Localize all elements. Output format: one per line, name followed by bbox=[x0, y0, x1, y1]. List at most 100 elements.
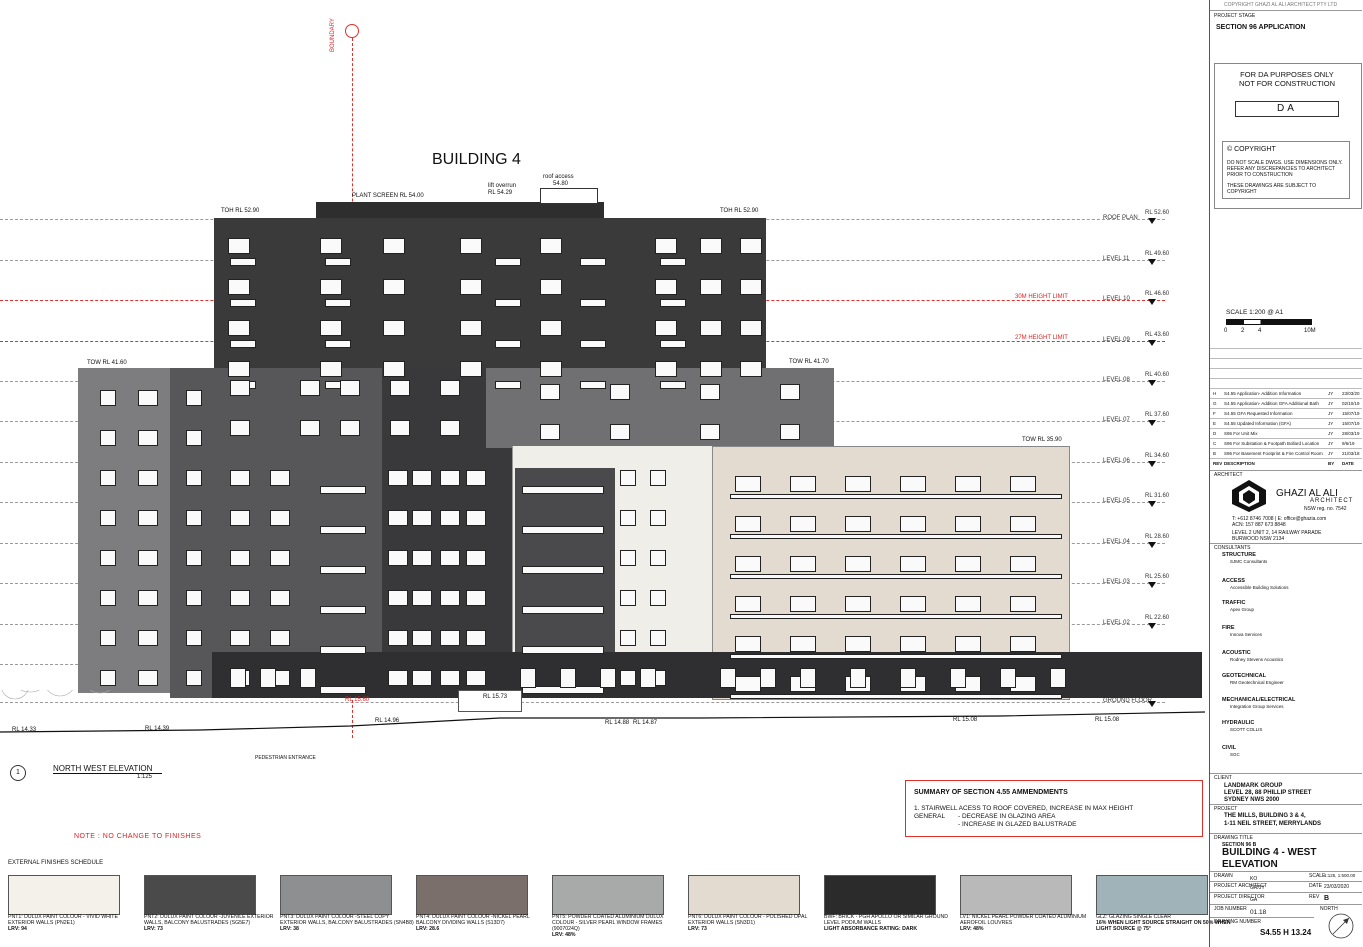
window bbox=[950, 668, 966, 688]
window bbox=[730, 534, 1062, 539]
project-line2: 1-11 NEIL STREET, MERRYLANDS bbox=[1224, 821, 1322, 827]
window bbox=[186, 430, 202, 446]
finish-lrv: LRV: 28.6 bbox=[416, 926, 440, 932]
window bbox=[320, 606, 366, 614]
window bbox=[1010, 516, 1036, 532]
by-head: BY bbox=[1328, 461, 1335, 466]
window bbox=[660, 299, 686, 307]
window bbox=[388, 630, 408, 646]
window bbox=[138, 470, 158, 486]
window bbox=[730, 614, 1062, 619]
finish-swatch bbox=[8, 875, 120, 915]
consultant-discipline: TRAFFIC bbox=[1222, 600, 1246, 606]
consultant-name: SCOTT COLLIS bbox=[1230, 727, 1263, 732]
window bbox=[320, 361, 342, 377]
window bbox=[138, 430, 158, 446]
revision-rev: C bbox=[1213, 441, 1217, 446]
consultant-discipline: FIRE bbox=[1222, 625, 1235, 631]
scale-field-label: SCALE bbox=[1309, 873, 1326, 879]
ground-rl: RL 15.08 bbox=[1095, 717, 1120, 723]
revision-date: 28/03/19 bbox=[1342, 431, 1360, 436]
tow-left: TOW RL 41.60 bbox=[87, 360, 127, 366]
window bbox=[1010, 476, 1036, 492]
window bbox=[780, 424, 800, 440]
window bbox=[412, 550, 432, 566]
window bbox=[540, 361, 562, 377]
window bbox=[270, 550, 290, 566]
window bbox=[522, 526, 604, 534]
window bbox=[100, 630, 116, 646]
window bbox=[390, 380, 410, 396]
level-marker bbox=[1148, 299, 1156, 305]
window bbox=[700, 361, 722, 377]
level-marker bbox=[1148, 501, 1156, 507]
finish-swatch bbox=[416, 875, 528, 915]
revision-date: 21/03/18 bbox=[1342, 451, 1360, 456]
view-title: NORTH WEST ELEVATION bbox=[53, 764, 163, 774]
consultant-discipline: GEOTECHNICAL bbox=[1222, 673, 1266, 679]
ground-rl: RL 14.39 bbox=[145, 726, 170, 732]
level-rl: RL 28.60 bbox=[1145, 534, 1170, 540]
window bbox=[650, 550, 666, 566]
window bbox=[735, 556, 761, 572]
window bbox=[845, 596, 871, 612]
finish-desc: PNT1: DULUX PAINT COLOUR - VIVID WHITE E… bbox=[8, 914, 118, 926]
window bbox=[440, 590, 460, 606]
revision-date: 15/07/19 bbox=[1342, 411, 1360, 416]
window bbox=[655, 320, 677, 336]
entry-block bbox=[458, 690, 522, 712]
podium bbox=[212, 652, 1202, 698]
window bbox=[440, 470, 460, 486]
revision-row-empty bbox=[1210, 358, 1362, 369]
project-stage: SECTION 96 APPLICATION bbox=[1216, 24, 1306, 31]
window bbox=[955, 556, 981, 572]
revision-desc: S4.55 Updated Information (GFA) bbox=[1224, 421, 1292, 426]
window bbox=[522, 486, 604, 494]
finish-desc: PNT5: POWDER COATED ALUMINIUM DULUX COLO… bbox=[552, 914, 664, 932]
window bbox=[320, 486, 366, 494]
lift-overrun-rl: RL 54.29 bbox=[488, 190, 513, 196]
job-number-label: JOB NUMBER bbox=[1214, 906, 1247, 912]
window bbox=[620, 470, 636, 486]
rev-value: B bbox=[1324, 895, 1330, 902]
client-line3: SYDNEY NWS 2000 bbox=[1224, 797, 1280, 803]
window bbox=[186, 390, 202, 406]
window bbox=[700, 384, 720, 400]
window bbox=[320, 686, 366, 694]
architect-logo-icon bbox=[1232, 480, 1266, 512]
window bbox=[412, 590, 432, 606]
window bbox=[100, 390, 116, 406]
window bbox=[383, 238, 405, 254]
scale-field-value: 1:125, 1:500.00 bbox=[1324, 873, 1356, 878]
finish-desc: GLZ: GLAZING SINGLE CLEAR bbox=[1096, 914, 1171, 920]
window bbox=[580, 299, 606, 307]
level-rl: RL 25.60 bbox=[1145, 574, 1170, 580]
window bbox=[440, 550, 460, 566]
window bbox=[412, 510, 432, 526]
window bbox=[790, 556, 816, 572]
finish-desc: PNT4: DULUX PAINT COLOUR -NICKEL PEARL B… bbox=[416, 914, 530, 926]
ground-rl: RL 14.87 bbox=[633, 720, 658, 726]
level-rl: RL 52.60 bbox=[1145, 210, 1170, 216]
roof-access-rl: 54.80 bbox=[553, 181, 569, 187]
finish-label: PNT6: DULUX PAINT COLOUR - POLISHED OPAL… bbox=[688, 914, 823, 932]
date-head: DATE bbox=[1342, 461, 1354, 466]
finish-desc: PNT2: DULUX PAINT COLOUR -JUVENILE EXTER… bbox=[144, 914, 274, 926]
summary-g2: - INCREASE IN GLAZED BALUSTRADE bbox=[958, 821, 1077, 828]
window bbox=[100, 550, 116, 566]
level-name: LEVEL 08 bbox=[1103, 377, 1130, 383]
finish-lrv: LRV: 38 bbox=[280, 926, 299, 932]
window bbox=[730, 654, 1062, 659]
da-box bbox=[1214, 63, 1362, 209]
finish-swatch bbox=[960, 875, 1072, 915]
finish-label: PNT1: DULUX PAINT COLOUR - VIVID WHITE E… bbox=[8, 914, 143, 932]
level-marker bbox=[1148, 420, 1156, 426]
window bbox=[340, 380, 360, 396]
window bbox=[650, 470, 666, 486]
window bbox=[735, 476, 761, 492]
rev-head: REV bbox=[1213, 461, 1223, 466]
window bbox=[900, 516, 926, 532]
scale-tick: 10M bbox=[1304, 328, 1316, 334]
revision-by: JY bbox=[1328, 451, 1334, 456]
project-line1: THE MILLS, BUILDING 3 & 4, bbox=[1224, 813, 1306, 819]
